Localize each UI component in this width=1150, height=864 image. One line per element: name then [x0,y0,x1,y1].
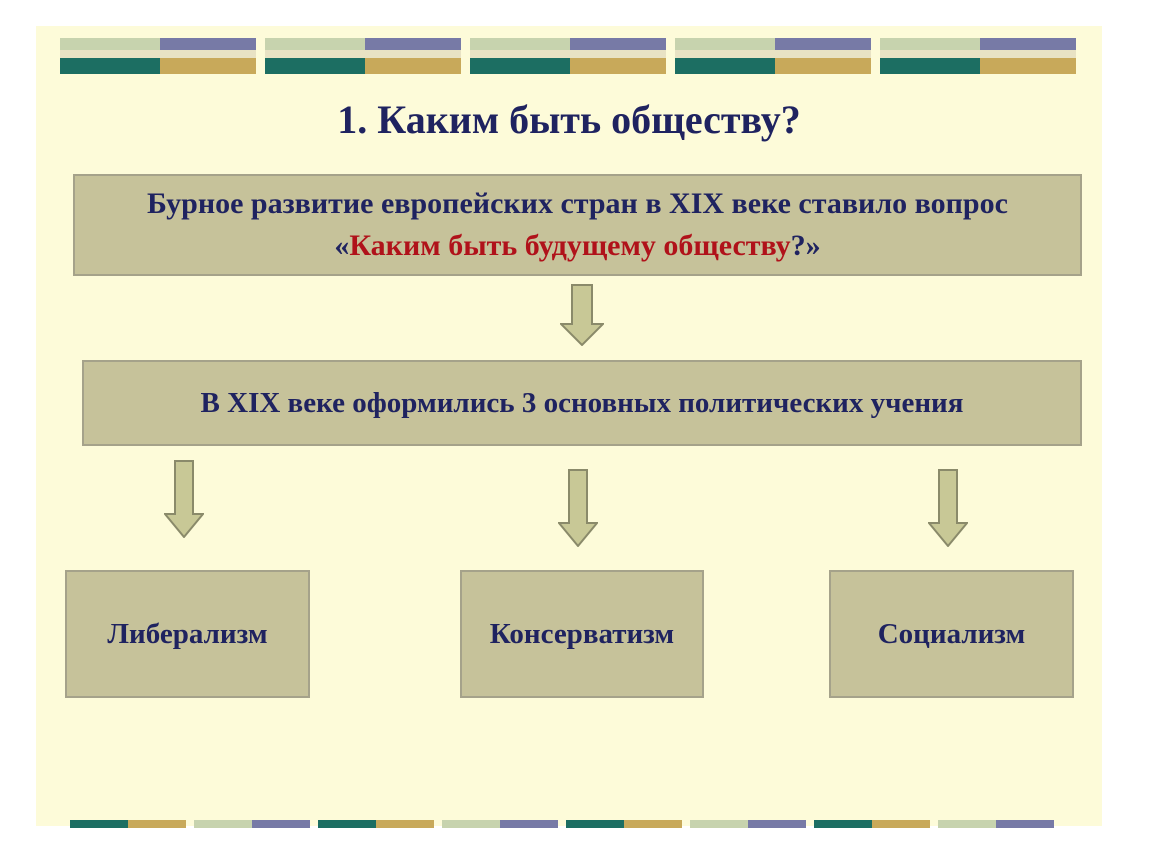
teaching-label: Консерватизм [489,617,675,650]
down-arrow-icon [560,284,604,346]
down-arrow-icon [928,469,968,547]
band-segment [470,36,666,76]
slide: 1. Каким быть обществу? Бурное развитие … [36,26,1102,828]
band-segment [690,820,748,828]
band-segment [60,36,256,76]
slide-title: 1. Каким быть обществу? [337,97,801,142]
band-segment [442,820,500,828]
band-segment [872,820,930,828]
intro-text: Бурное развитие европейских стран в XIX … [115,183,1040,267]
middle-box-text: В XIX веке оформились 3 основных политич… [200,386,964,419]
band-segment [814,820,872,828]
intro-highlight: Каким быть будущему обществу [349,229,791,262]
band-segment [996,820,1054,828]
band-segment [566,820,624,828]
top-decorative-band [60,36,1076,76]
band-segment [318,820,376,828]
band-segment [748,820,806,828]
band-segment [128,820,186,828]
band-segment [880,36,1076,76]
band-segment [938,820,996,828]
teaching-label: Либерализм [107,617,268,650]
intro-text-before: Бурное развитие европейских стран в XIX … [147,187,1008,262]
band-segment [194,820,252,828]
band-segment [70,820,128,828]
teaching-liberalism: Либерализм [65,570,310,698]
down-arrow-icon [558,469,598,547]
teaching-label: Социализм [877,617,1026,650]
band-segment [252,820,310,828]
band-segment [500,820,558,828]
band-segment [624,820,682,828]
intro-text-after: ?» [790,229,821,262]
intro-box: Бурное развитие европейских стран в XIX … [73,174,1082,276]
down-arrow-icon [164,460,204,538]
bottom-decorative-band [70,820,1070,828]
band-segment [376,820,434,828]
teaching-conservatism: Консерватизм [460,570,704,698]
teaching-socialism: Социализм [829,570,1074,698]
band-segment [265,36,461,76]
middle-box: В XIX веке оформились 3 основных политич… [82,360,1082,446]
band-segment [675,36,871,76]
